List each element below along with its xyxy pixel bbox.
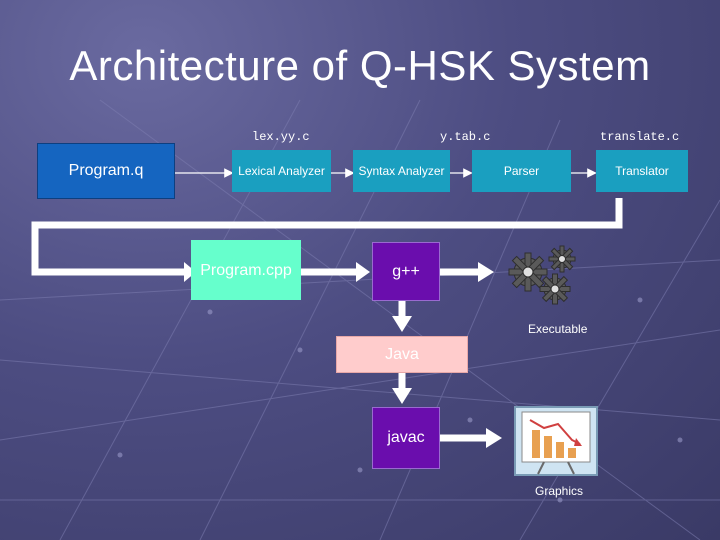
java-label: Java	[385, 345, 419, 363]
chart-presentation-icon	[514, 406, 598, 476]
syntax-analyzer-box: Syntax Analyzer	[353, 150, 450, 192]
file-label-lex: lex.yy.c	[252, 130, 310, 144]
gpp-box: g++	[372, 242, 440, 301]
graphics-caption: Graphics	[535, 484, 584, 498]
lexical-analyzer-box: Lexical Analyzer	[232, 150, 331, 192]
executable-caption: Executable	[528, 322, 588, 336]
program-q-box: Program.q	[37, 143, 175, 199]
parser-box: Parser	[472, 150, 571, 192]
slide-title: Architecture of Q-HSK System	[69, 42, 651, 89]
program-q-label: Program.q	[68, 162, 144, 179]
file-label-ytab: y.tab.c	[440, 130, 491, 144]
program-cpp-label: Program.cpp	[200, 262, 292, 279]
translator-box: Translator	[596, 150, 688, 192]
lexical-analyzer-label: Lexical Analyzer	[238, 164, 325, 178]
javac-label: javac	[387, 429, 425, 446]
path-translator-to-cpp	[31, 198, 623, 276]
gears-icon	[508, 245, 576, 305]
syntax-analyzer-label: Syntax Analyzer	[358, 164, 445, 178]
file-label-translate: translate.c	[600, 130, 680, 144]
gpp-label: g++	[392, 262, 420, 280]
parser-label: Parser	[503, 164, 540, 178]
program-cpp-box: Program.cpp	[191, 240, 301, 300]
translator-label: Translator	[615, 164, 669, 178]
java-box: Java	[336, 336, 468, 373]
javac-box: javac	[372, 407, 440, 469]
